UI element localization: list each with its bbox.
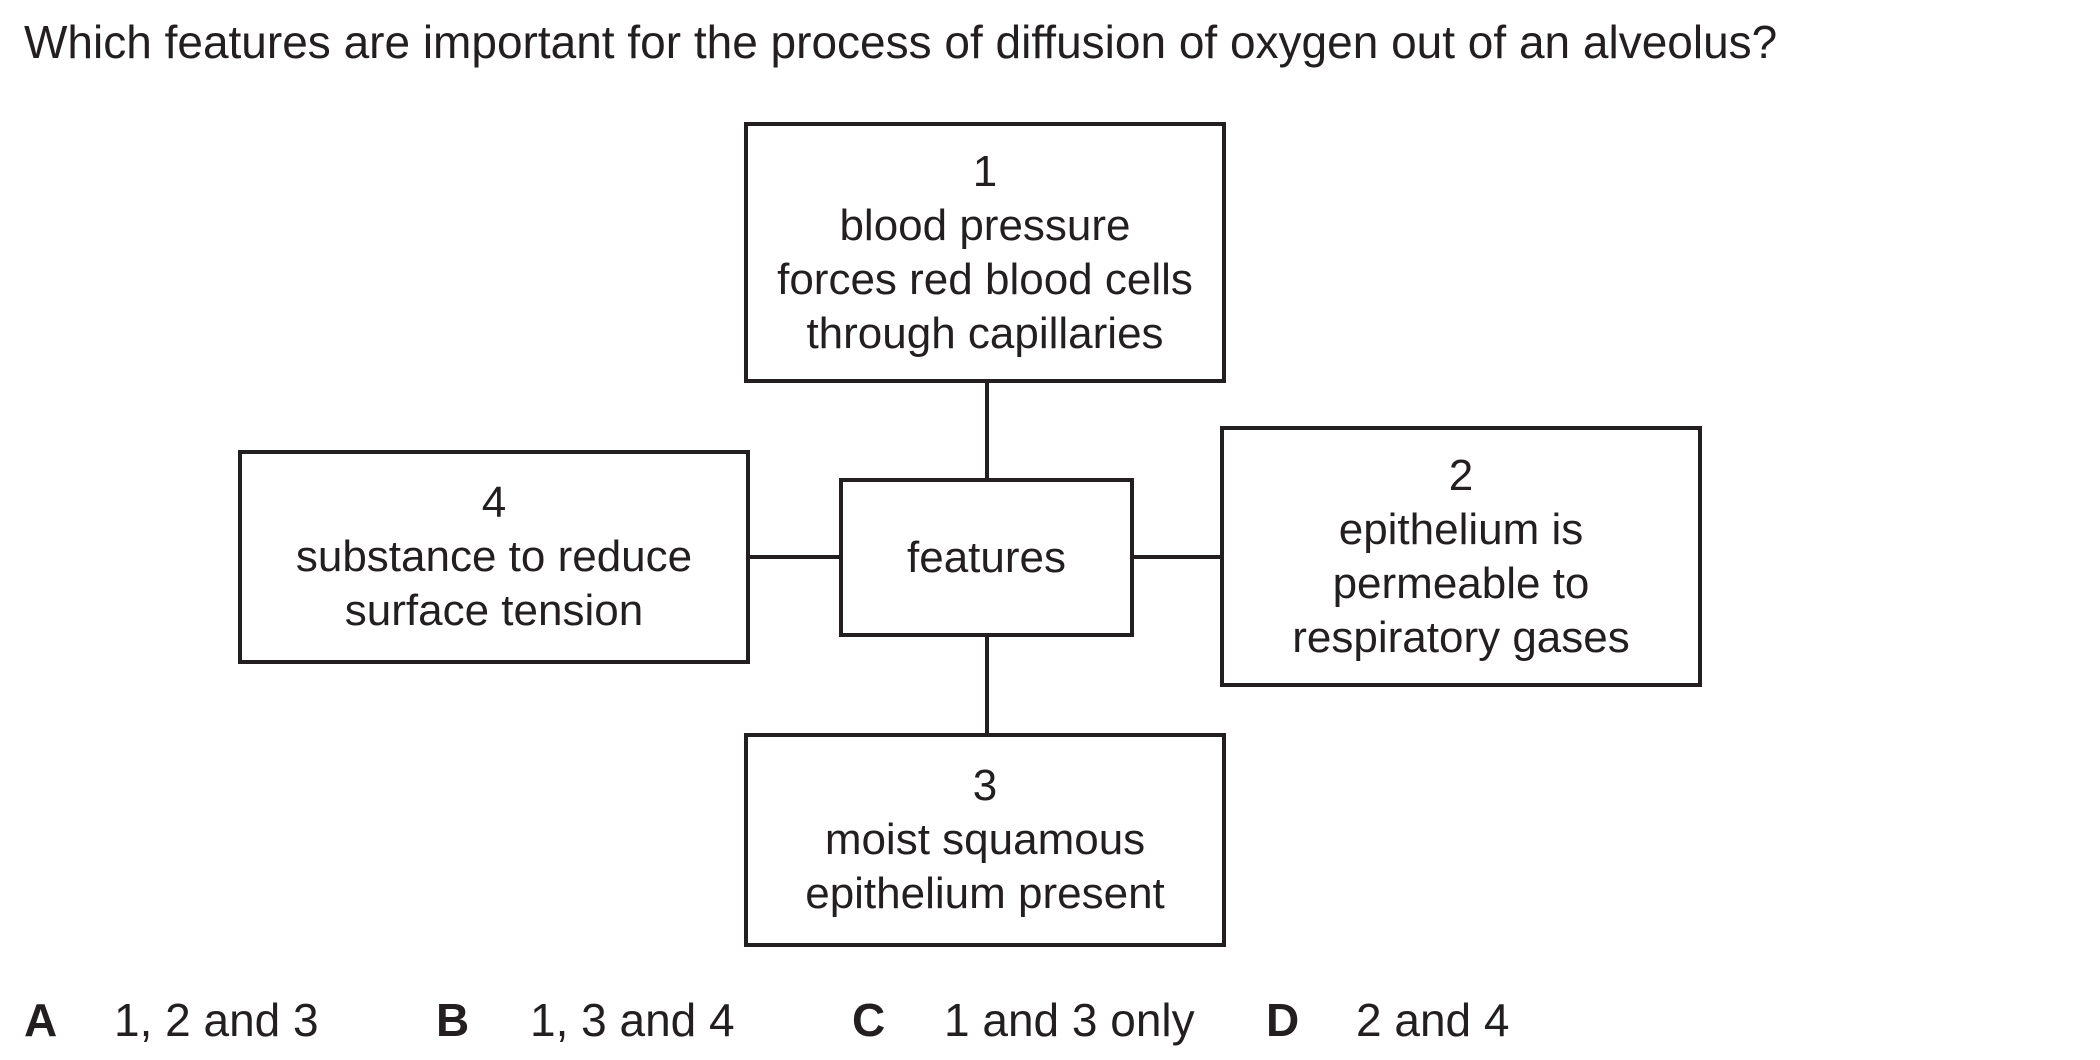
feature-box-1: 1 blood pressure forces red blood cells … [744,122,1226,383]
option-c-letter[interactable]: C [852,994,886,1046]
feature-box-4: 4 substance to reduce surface tension [238,450,750,664]
option-a-letter[interactable]: A [24,994,58,1046]
feature-number: 1 [972,146,998,196]
feature-text-line: moist squamous [824,815,1146,864]
feature-text-line: blood pressure [839,200,1131,250]
feature-text-line: through capillaries [806,308,1164,358]
option-b-letter[interactable]: B [436,994,470,1046]
feature-text-line: surface tension [344,586,644,635]
feature-number: 2 [1448,450,1474,500]
center-label: features [907,532,1066,582]
connector-bottom [985,633,989,737]
feature-text-line: forces red blood cells [777,254,1193,304]
option-c-text[interactable]: 1 and 3 only [944,994,1195,1046]
option-a-text[interactable]: 1, 2 and 3 [114,994,319,1046]
connector-top [985,379,989,485]
feature-text-line: substance to reduce [295,532,693,581]
option-d-letter[interactable]: D [1266,994,1300,1046]
feature-text-line: respiratory gases [1292,612,1630,662]
option-d-text[interactable]: 2 and 4 [1356,994,1510,1046]
center-box-features: features [839,478,1134,637]
feature-text-line: permeable to [1332,558,1590,608]
question-text: Which features are important for the pro… [24,16,1778,68]
connector-right [1129,555,1224,559]
feature-number: 3 [972,761,998,810]
feature-box-2: 2 epithelium is permeable to respiratory… [1220,426,1702,687]
option-b-text[interactable]: 1, 3 and 4 [530,994,735,1046]
feature-text-line: epithelium present [805,869,1165,918]
feature-box-3: 3 moist squamous epithelium present [744,733,1226,947]
answer-options: A 1, 2 and 3 B 1, 3 and 4 C 1 and 3 only… [0,992,2100,1052]
feature-text-line: epithelium is [1338,504,1584,554]
feature-number: 4 [481,478,507,527]
connector-left [748,555,843,559]
